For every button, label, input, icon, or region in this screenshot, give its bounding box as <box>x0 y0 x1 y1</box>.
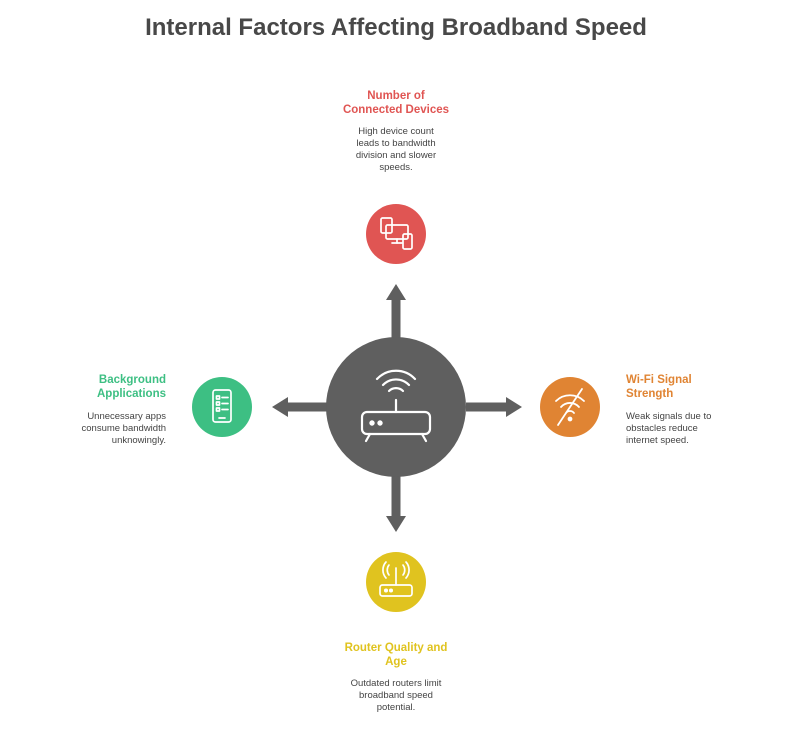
factor-node-router <box>366 552 426 612</box>
page-title: Internal Factors Affecting Broadband Spe… <box>145 14 647 41</box>
factor-desc-apps: Unnecessary apps consume bandwidth unkno… <box>16 411 167 447</box>
desc-line: internet speed. <box>626 435 689 446</box>
arrow-left <box>272 397 328 417</box>
center-node <box>326 337 466 477</box>
heading-line: Strength <box>626 388 674 400</box>
mobile-apps-icon <box>212 389 232 423</box>
arrow-right <box>466 397 522 417</box>
desc-line: obstacles reduce <box>626 423 698 434</box>
heading-line: Background <box>98 374 166 386</box>
arrow-down <box>386 476 406 532</box>
factor-circle-apps <box>192 377 252 437</box>
heading-line: Wi-Fi Signal <box>626 374 692 386</box>
desc-line: potential. <box>376 702 416 713</box>
desc-line: Unnecessary apps <box>87 411 166 422</box>
factor-heading-devices: Number of Connected Devices <box>316 89 476 117</box>
factor-heading-router: Router Quality and Age <box>316 641 476 669</box>
desc-line: High device count <box>358 126 434 137</box>
factor-desc-wifi: Weak signals due to obstacles reduce int… <box>626 411 776 447</box>
devices-icon <box>380 217 413 250</box>
desc-line: unknowingly. <box>111 435 166 446</box>
factor-node-devices <box>366 204 426 264</box>
desc-line: Outdated routers limit <box>350 678 442 689</box>
heading-line: Number of <box>367 90 425 102</box>
desc-line: broadband speed <box>359 690 433 701</box>
wifi-off-icon <box>555 388 585 426</box>
desc-line: speeds. <box>379 162 413 173</box>
arrows <box>272 284 522 532</box>
desc-line: Weak signals due to <box>626 411 712 422</box>
desc-line: consume bandwidth <box>81 423 167 434</box>
wifi-router-icon <box>360 369 432 443</box>
factor-desc-devices: High device count leads to bandwidth div… <box>326 126 466 174</box>
factor-desc-router: Outdated routers limit broadband speed p… <box>316 678 476 714</box>
heading-line: Applications <box>96 388 166 400</box>
factor-heading-wifi: Wi-Fi Signal Strength <box>626 373 776 401</box>
heading-line: Connected Devices <box>342 104 450 116</box>
factor-circle-devices <box>366 204 426 264</box>
factor-heading-apps: Background Applications <box>16 373 166 401</box>
factor-node-apps <box>192 377 252 437</box>
desc-line: division and slower <box>355 150 437 161</box>
factor-node-wifi <box>540 377 600 437</box>
arrow-up <box>386 284 406 338</box>
heading-line: Router Quality and <box>344 642 448 654</box>
heading-line: Age <box>385 656 407 668</box>
desc-line: leads to bandwidth <box>356 138 436 149</box>
router-icon <box>379 561 413 597</box>
